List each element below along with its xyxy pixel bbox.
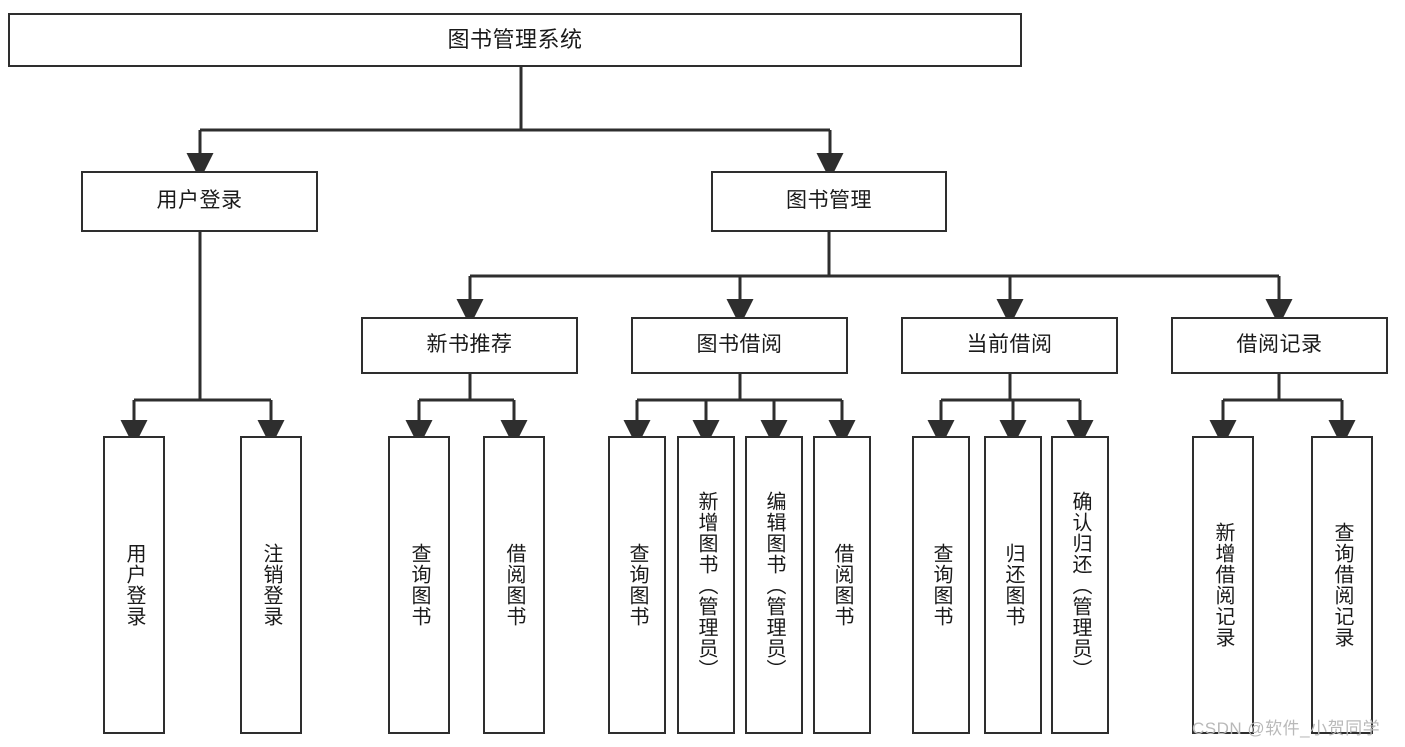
leaf-logout-label: 注销登录 xyxy=(260,543,282,627)
leaf-query-books-3-label: 查询图书 xyxy=(930,543,952,627)
leaf-query-books-3[interactable]: 查询图书 xyxy=(912,436,970,734)
node-borrow-records[interactable]: 借阅记录 xyxy=(1171,317,1388,374)
node-root[interactable]: 图书管理系统 xyxy=(8,13,1022,67)
node-root-label: 图书管理系统 xyxy=(447,27,583,53)
leaf-edit-book-admin[interactable]: 编辑图书（管理员） xyxy=(745,436,803,734)
leaf-borrow-books-1[interactable]: 借阅图书 xyxy=(483,436,545,734)
leaf-borrow-books-1-label: 借阅图书 xyxy=(503,543,525,627)
leaf-confirm-return-admin[interactable]: 确认归还（管理员） xyxy=(1051,436,1109,734)
leaf-return-books-label: 归还图书 xyxy=(1002,543,1024,627)
leaf-confirm-return-admin-label: 确认归还（管理员） xyxy=(1069,490,1091,680)
leaf-add-book-admin-label: 新增图书（管理员） xyxy=(695,490,717,680)
leaf-user-login[interactable]: 用户登录 xyxy=(103,436,165,734)
node-user-login[interactable]: 用户登录 xyxy=(81,171,318,232)
node-new-book-recommend-label: 新书推荐 xyxy=(426,333,513,357)
node-book-borrow-label: 图书借阅 xyxy=(696,333,783,357)
leaf-add-borrow-record[interactable]: 新增借阅记录 xyxy=(1192,436,1254,734)
node-current-borrow-label: 当前借阅 xyxy=(966,333,1053,357)
node-book-management[interactable]: 图书管理 xyxy=(711,171,947,232)
node-book-management-label: 图书管理 xyxy=(786,189,872,213)
leaf-user-login-label: 用户登录 xyxy=(123,543,145,627)
leaf-query-borrow-record[interactable]: 查询借阅记录 xyxy=(1311,436,1373,734)
node-borrow-records-label: 借阅记录 xyxy=(1236,333,1323,357)
csdn-watermark: CSDN @软件_小贺同学 xyxy=(1192,719,1381,738)
leaf-borrow-books-2[interactable]: 借阅图书 xyxy=(813,436,871,734)
node-current-borrow[interactable]: 当前借阅 xyxy=(901,317,1118,374)
leaf-query-borrow-record-label: 查询借阅记录 xyxy=(1331,522,1353,648)
node-book-borrow[interactable]: 图书借阅 xyxy=(631,317,848,374)
leaf-borrow-books-2-label: 借阅图书 xyxy=(831,543,853,627)
leaf-edit-book-admin-label: 编辑图书（管理员） xyxy=(763,490,785,680)
node-new-book-recommend[interactable]: 新书推荐 xyxy=(361,317,578,374)
leaf-add-book-admin[interactable]: 新增图书（管理员） xyxy=(677,436,735,734)
leaf-query-books-1[interactable]: 查询图书 xyxy=(388,436,450,734)
leaf-query-books-1-label: 查询图书 xyxy=(408,543,430,627)
leaf-query-books-2-label: 查询图书 xyxy=(626,543,648,627)
leaf-return-books[interactable]: 归还图书 xyxy=(984,436,1042,734)
leaf-logout[interactable]: 注销登录 xyxy=(240,436,302,734)
leaf-add-borrow-record-label: 新增借阅记录 xyxy=(1212,522,1234,648)
leaf-query-books-2[interactable]: 查询图书 xyxy=(608,436,666,734)
node-user-login-label: 用户登录 xyxy=(156,189,243,213)
